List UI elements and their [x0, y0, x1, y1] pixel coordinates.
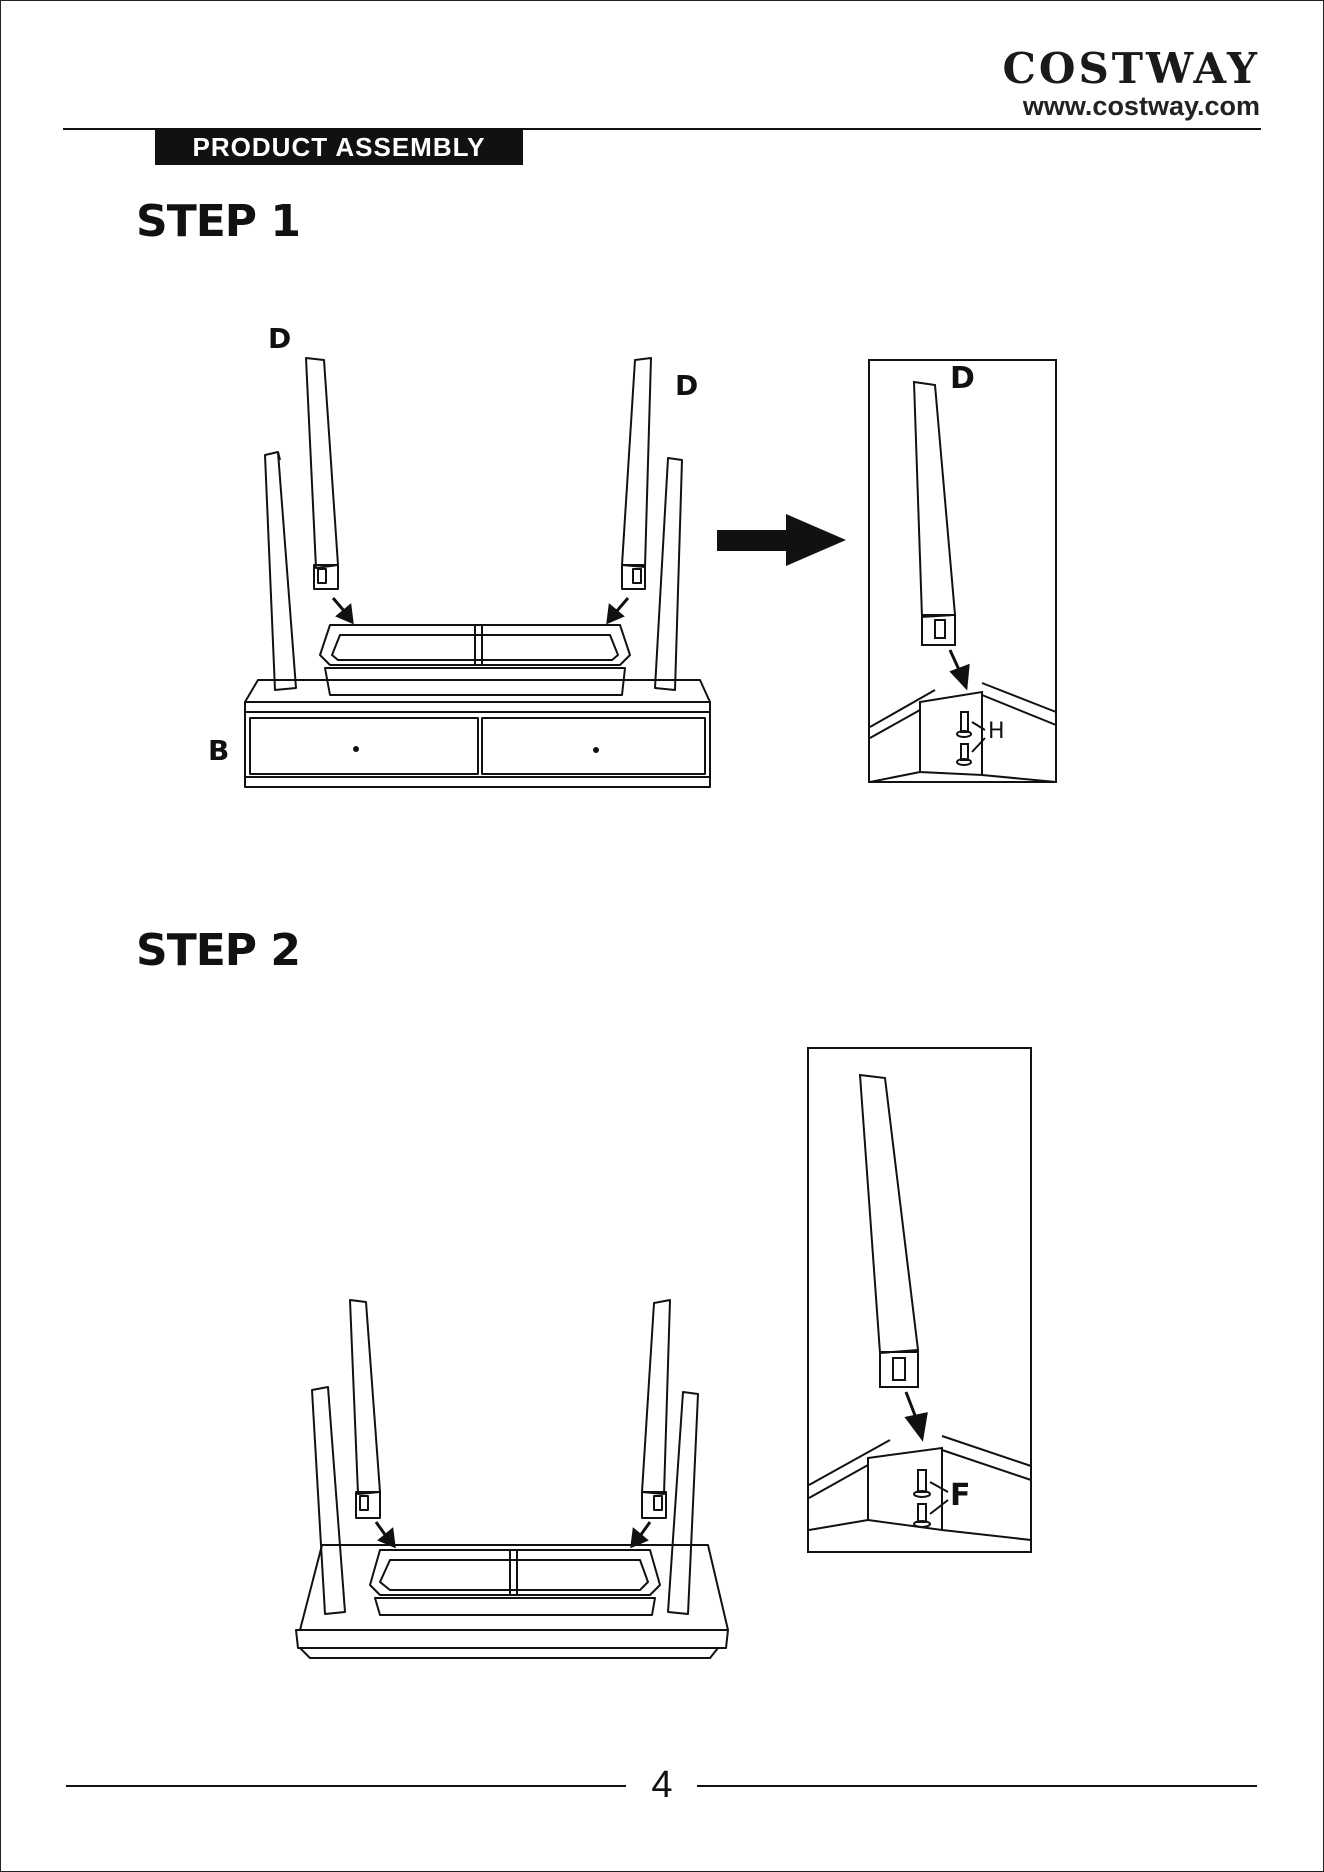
detail-leg-2	[860, 1075, 918, 1387]
big-arrow-icon	[717, 514, 846, 566]
label-h: H	[988, 719, 1005, 744]
label-b: B	[208, 734, 229, 767]
leg-back-right-2	[668, 1392, 698, 1614]
leg-lifted-right-2	[642, 1300, 670, 1518]
detail-leg-d	[914, 382, 955, 645]
brand-block: COSTWAY www.costway.com	[1002, 48, 1260, 122]
step-2-detail-panel	[808, 1048, 1031, 1552]
page-number: 4	[0, 1764, 1324, 1807]
label-d-right: D	[675, 369, 698, 402]
leg-back-right	[655, 458, 682, 690]
leg-lifted-left-2	[350, 1300, 380, 1518]
step-1-detail-panel	[869, 360, 1056, 782]
step-2-illustration: F	[0, 1040, 1324, 1680]
leg-d-left	[306, 358, 338, 589]
step-2-title: STEP 2	[136, 925, 300, 976]
leg-back-left-2	[312, 1387, 345, 1614]
brand-url: www.costway.com	[1002, 90, 1260, 122]
label-detail-d: D	[950, 361, 975, 396]
step-1-title: STEP 1	[136, 196, 300, 247]
leg-d-right	[622, 358, 651, 589]
table-top	[296, 1545, 728, 1658]
label-d-left: D	[268, 322, 291, 355]
label-f: F	[950, 1478, 971, 1513]
leg-back-left	[265, 452, 296, 690]
table-body-b	[245, 625, 710, 787]
screw-h	[957, 712, 985, 765]
section-badge: PRODUCT ASSEMBLY	[155, 130, 523, 165]
brand-logo: COSTWAY	[1002, 48, 1260, 90]
step-1-illustration: D D B D H	[0, 300, 1324, 800]
